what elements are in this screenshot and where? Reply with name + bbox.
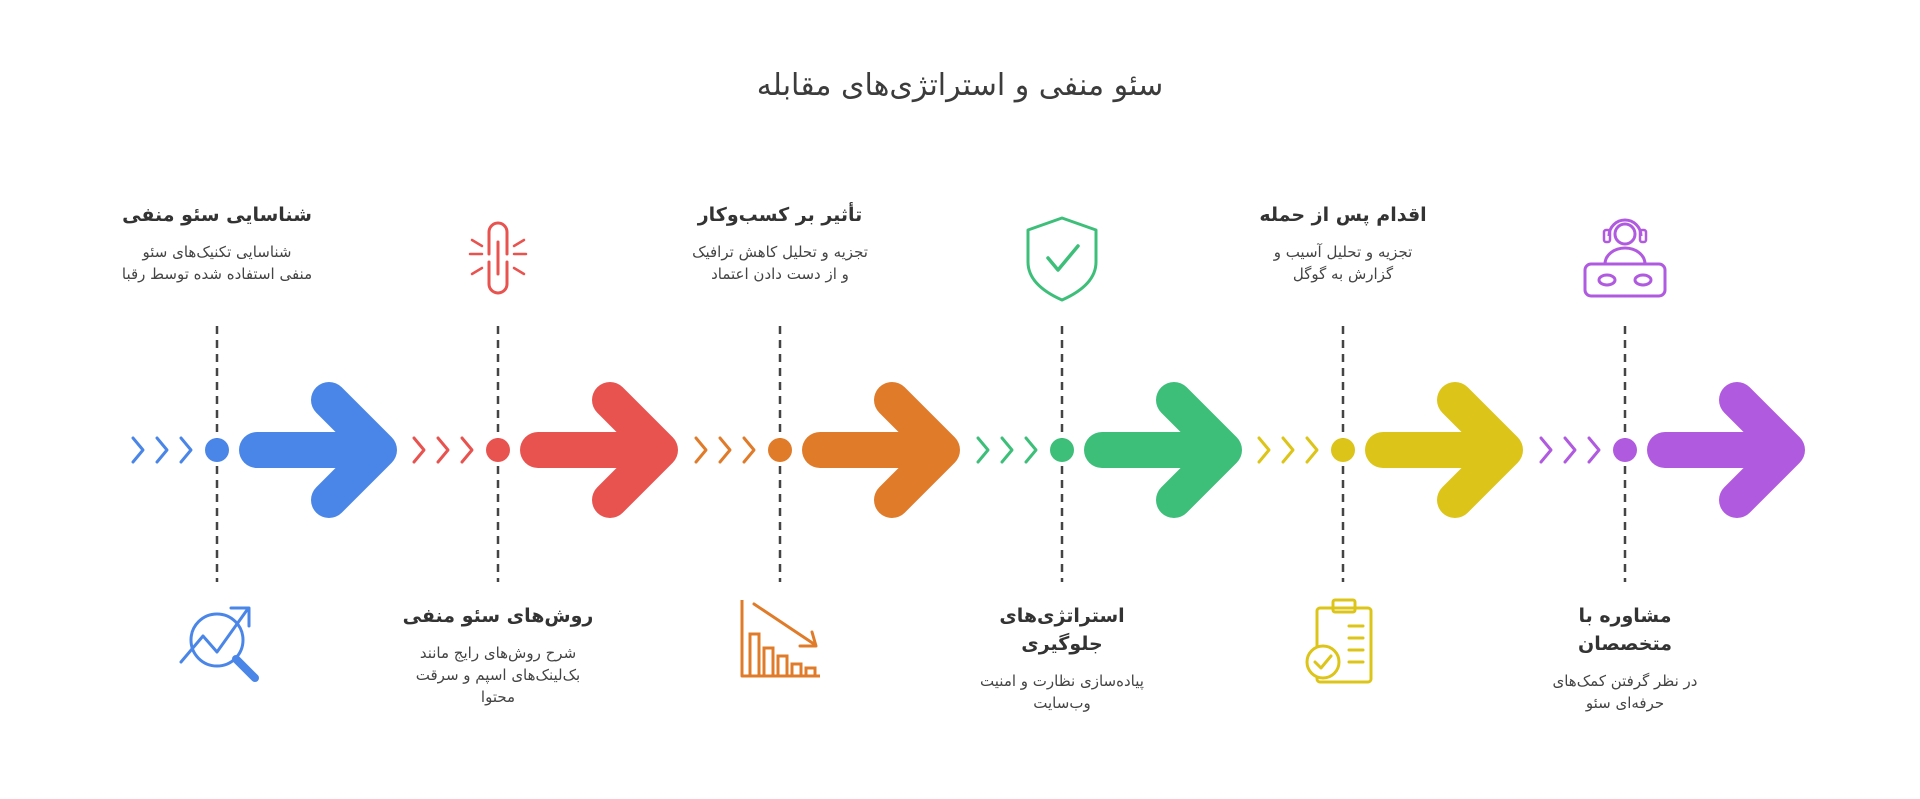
- chevron-icon: [694, 436, 708, 464]
- chevron-icon: [155, 436, 169, 464]
- chevron-icon: [436, 436, 450, 464]
- step-heading: استراتژی‌های: [999, 605, 1125, 627]
- timeline-dot: [1050, 438, 1074, 462]
- timeline-dot: [1331, 438, 1355, 462]
- timeline-dot: [486, 438, 510, 462]
- chevron-icon: [718, 436, 732, 464]
- timeline-dot: [205, 438, 229, 462]
- step-5: [1257, 326, 1523, 684]
- step-description: شناسایی تکنیک‌های سئو منفی استفاده شده تو…: [77, 241, 357, 285]
- description-line: تجزیه و تحلیل آسیب و: [1273, 243, 1413, 261]
- arrow-icon: [592, 382, 678, 518]
- chevron-icon: [1024, 436, 1038, 464]
- step-heading-line2: متخصصان: [1577, 633, 1672, 655]
- timeline-dot: [768, 438, 792, 462]
- step-text-3: تأثیر بر کسب‌وکار تجزیه و تحلیل کاهش تراف…: [640, 201, 920, 285]
- declining-chart-icon: [740, 600, 820, 678]
- step-description: پیاده‌سازی نظارت و امنیت وب‌سایت: [922, 670, 1202, 714]
- step-text-6: مشاوره با متخصصان در نظر گرفتن کمک‌های حرفه…: [1485, 602, 1765, 714]
- chevron-icon: [1539, 436, 1553, 464]
- step-heading-line2: جلوگیری: [1021, 633, 1103, 655]
- chevron-icon: [1563, 436, 1577, 464]
- step-description: در نظر گرفتن کمک‌های حرفه‌ای سئو: [1485, 670, 1765, 714]
- description-line: تجزیه و تحلیل کاهش ترافیک: [692, 243, 868, 261]
- description-line: پیاده‌سازی نظارت و امنیت: [980, 672, 1144, 690]
- step-description: تجزیه و تحلیل آسیب و گزارش به گوگل: [1203, 241, 1483, 285]
- step-text-1: شناسایی سئو منفی شناسایی تکنیک‌های سئو منف…: [77, 201, 357, 285]
- description-line: در نظر گرفتن کمک‌های: [1552, 672, 1698, 690]
- step-text-4: استراتژی‌های جلوگیری پیاده‌سازی نظارت و ام…: [922, 602, 1202, 714]
- step-heading: تأثیر بر کسب‌وکار: [697, 204, 863, 226]
- description-line: گزارش به گوگل: [1292, 265, 1394, 283]
- chevron-icon: [742, 436, 756, 464]
- step-heading: شناسایی سئو منفی: [122, 204, 312, 226]
- search-chart-icon: [179, 606, 259, 682]
- chevron-icon: [1281, 436, 1295, 464]
- chevron-icon: [1305, 436, 1319, 464]
- description-line: و از دست دادن اعتماد: [711, 265, 849, 283]
- chevron-icon: [412, 436, 426, 464]
- chevron-icon: [976, 436, 990, 464]
- chevron-icon: [1257, 436, 1271, 464]
- description-line: بک‌لینک‌های اسپم و سرقت: [415, 666, 581, 684]
- chevron-icon: [1587, 436, 1601, 464]
- step-1: [131, 326, 397, 682]
- step-description: شرح روش‌های رایج مانند بک‌لینک‌های اسپم و…: [358, 642, 638, 708]
- step-heading: روش‌های سئو منفی: [402, 605, 594, 627]
- description-line: شناسایی تکنیک‌های سئو: [142, 243, 292, 261]
- broken-link-icon: [468, 221, 528, 295]
- chevron-icon: [460, 436, 474, 464]
- chevron-icon: [131, 436, 145, 464]
- chevron-icon: [1000, 436, 1014, 464]
- step-description: تجزیه و تحلیل کاهش ترافیک و از دست دادن ا…: [640, 241, 920, 285]
- step-text-5: اقدام پس از حمله تجزیه و تحلیل آسیب و گزار…: [1203, 201, 1483, 285]
- step-4: [976, 216, 1242, 582]
- step-2: [412, 221, 678, 582]
- chevron-icon: [179, 436, 193, 464]
- description-line: شرح روش‌های رایج مانند: [419, 644, 577, 662]
- timeline-dot: [1613, 438, 1637, 462]
- arrow-icon: [1719, 382, 1805, 518]
- clipboard-check-icon: [1305, 598, 1373, 684]
- arrow-icon: [1437, 382, 1523, 518]
- shield-check-icon: [1026, 216, 1098, 302]
- description-line: وب‌سایت: [1033, 694, 1091, 712]
- description-line: حرفه‌ای سئو: [1585, 694, 1665, 712]
- step-3: [694, 326, 960, 678]
- step-6: [1539, 218, 1805, 582]
- arrow-icon: [1156, 382, 1242, 518]
- description-line: منفی استفاده شده توسط رقبا: [121, 265, 313, 283]
- page-title: سئو منفی و استراتژی‌های مقابله: [756, 68, 1164, 103]
- step-heading: مشاوره با: [1578, 605, 1672, 627]
- support-agent-icon: [1583, 218, 1667, 298]
- step-text-2: روش‌های سئو منفی شرح روش‌های رایج مانند بک…: [358, 602, 638, 708]
- description-line: محتوا: [480, 688, 516, 706]
- step-heading: اقدام پس از حمله: [1259, 204, 1427, 226]
- arrow-icon: [874, 382, 960, 518]
- arrow-icon: [311, 382, 397, 518]
